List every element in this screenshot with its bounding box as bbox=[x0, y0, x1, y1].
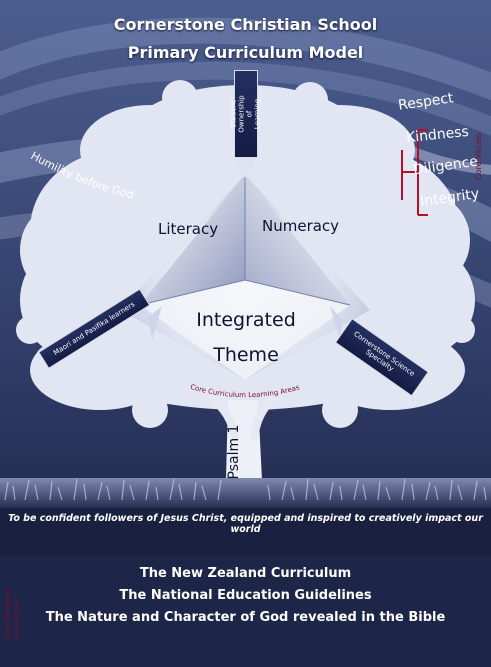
vision-statement: To be confident followers of Jesus Chris… bbox=[8, 513, 483, 535]
student-ownership-arrow: Student Ownership of Learning bbox=[230, 70, 262, 158]
foundation-education-guidelines: The National Education Guidelines bbox=[119, 588, 372, 603]
side-label: Core Elements Foundations bbox=[4, 589, 22, 640]
side-label-line2: Foundations bbox=[13, 597, 21, 640]
school-name: Cornerstone Christian School bbox=[113, 15, 378, 34]
student-ownership-label: Student Ownership of Learning bbox=[230, 95, 263, 133]
model-title: Primary Curriculum Model bbox=[127, 43, 364, 62]
core-values-label: Core Values bbox=[474, 132, 483, 180]
integrated-label: Integrated bbox=[196, 309, 296, 331]
side-label-line1: Core Elements bbox=[4, 588, 12, 640]
literacy-label: Literacy bbox=[158, 220, 219, 238]
foundation-nature-of-god: The Nature and Character of God revealed… bbox=[45, 610, 446, 625]
numeracy-label: Numeracy bbox=[262, 217, 340, 235]
foundation-nz-curriculum: The New Zealand Curriculum bbox=[139, 566, 352, 581]
theme-label: Theme bbox=[213, 344, 279, 366]
psalm-label: Psalm 1 bbox=[226, 424, 242, 480]
